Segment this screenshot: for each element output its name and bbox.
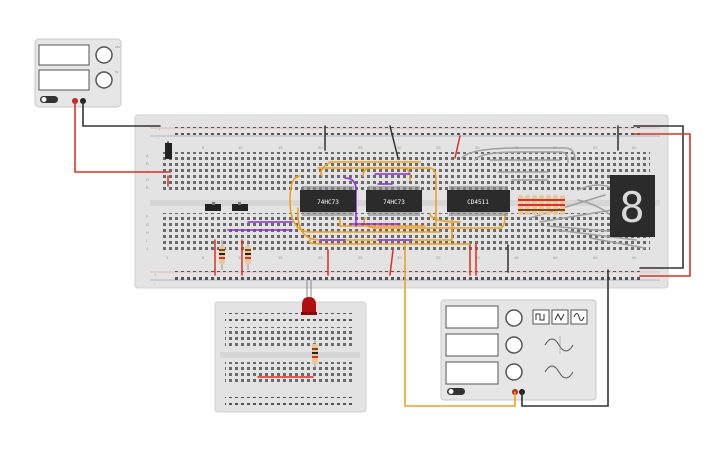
offset-knob[interactable] bbox=[505, 363, 523, 381]
col-num: 25 bbox=[358, 255, 363, 260]
current-knob[interactable] bbox=[95, 71, 113, 89]
col-num: 30 bbox=[397, 145, 402, 150]
square-wave-icon bbox=[535, 313, 545, 321]
wire-black-generator[interactable] bbox=[521, 269, 609, 407]
amplitude-wave-preview bbox=[544, 338, 574, 352]
row-letter: J bbox=[146, 246, 148, 251]
resistor[interactable] bbox=[219, 240, 225, 270]
row-letter: G bbox=[146, 222, 149, 227]
row-letter: I bbox=[146, 238, 147, 243]
triangle-wave-icon bbox=[554, 312, 565, 322]
col-num: 10 bbox=[238, 145, 243, 150]
sine-wave-button[interactable] bbox=[570, 309, 588, 325]
row-letter: B bbox=[146, 161, 149, 166]
square-wave-button[interactable] bbox=[532, 309, 550, 325]
col-num: 5 bbox=[202, 145, 205, 150]
wire-black-supply[interactable] bbox=[82, 100, 161, 127]
wire-orange-generator[interactable] bbox=[404, 245, 516, 407]
chip-label: CD4511 bbox=[467, 199, 489, 206]
wire-red-supply[interactable] bbox=[74, 100, 171, 173]
push-button-1[interactable] bbox=[205, 204, 221, 211]
small-breadboard[interactable] bbox=[214, 301, 367, 413]
function-generator[interactable] bbox=[440, 299, 597, 401]
col-num: 10 bbox=[238, 255, 243, 260]
chip-74hc73-1[interactable]: 74HC73 bbox=[300, 186, 356, 216]
rail-plus-label: + bbox=[158, 127, 161, 132]
col-num: 40 bbox=[475, 255, 480, 260]
rail-minus-label: - bbox=[158, 135, 160, 140]
col-num: 60 bbox=[632, 255, 637, 260]
col-num: 1 bbox=[166, 255, 169, 260]
led[interactable] bbox=[301, 280, 317, 315]
frequency-knob[interactable] bbox=[505, 309, 523, 327]
chip-label: 74HC73 bbox=[317, 199, 339, 206]
supply-label-bottom: 5V bbox=[115, 70, 119, 74]
supply-label-top: 18V bbox=[115, 45, 120, 49]
main-breadboard[interactable]: + - + - 1 5 10 15 20 25 30 35 40 45 50 5… bbox=[134, 114, 669, 289]
rail-plus-label-bottom: + bbox=[154, 272, 157, 277]
row-letter: E bbox=[146, 185, 149, 190]
triangle-wave-button[interactable] bbox=[551, 309, 569, 325]
col-num: 55 bbox=[593, 145, 598, 150]
offset-wave-preview bbox=[544, 365, 574, 379]
row-letter: H bbox=[146, 230, 149, 235]
col-num: 20 bbox=[318, 145, 323, 150]
voltage-knob[interactable] bbox=[95, 46, 113, 64]
col-num: 35 bbox=[436, 255, 441, 260]
col-num: 55 bbox=[593, 255, 598, 260]
row-letter: A bbox=[146, 153, 149, 158]
col-num: 5 bbox=[202, 255, 205, 260]
col-num: 50 bbox=[553, 255, 558, 260]
resistor[interactable] bbox=[245, 240, 251, 270]
power-supply[interactable]: 18V 5V bbox=[34, 38, 122, 108]
col-num: 30 bbox=[397, 255, 402, 260]
col-num: 45 bbox=[514, 255, 519, 260]
chip-74hc73-2[interactable]: 74HC73 bbox=[366, 186, 422, 216]
display-digit: 8 bbox=[619, 183, 644, 232]
col-num: 35 bbox=[436, 145, 441, 150]
col-num: 15 bbox=[278, 255, 283, 260]
wires bbox=[74, 100, 691, 407]
resistor-bank[interactable] bbox=[518, 195, 565, 215]
resistor[interactable] bbox=[312, 340, 318, 370]
col-num: 20 bbox=[318, 255, 323, 260]
chip-label: 74HC73 bbox=[383, 199, 405, 206]
column-numbers-bottom: 1 5 10 15 20 25 30 35 40 45 50 55 60 bbox=[166, 255, 637, 260]
seven-segment-display[interactable]: 8 bbox=[610, 175, 655, 237]
amplitude-knob[interactable] bbox=[505, 336, 523, 354]
slide-switch[interactable] bbox=[165, 143, 172, 159]
col-num: 15 bbox=[278, 145, 283, 150]
col-num: 40 bbox=[475, 145, 480, 150]
chip-cd4511[interactable]: CD4511 bbox=[447, 186, 510, 216]
push-button-2[interactable] bbox=[232, 204, 248, 211]
rail-minus-label-bottom: - bbox=[154, 280, 156, 285]
row-letter: F bbox=[146, 214, 149, 219]
wire-red-right[interactable] bbox=[633, 133, 691, 277]
col-num: 60 bbox=[632, 145, 637, 150]
wire-black-right[interactable] bbox=[633, 125, 684, 269]
row-letter: D bbox=[146, 177, 149, 182]
sine-wave-icon bbox=[573, 313, 585, 321]
col-num: 25 bbox=[358, 145, 363, 150]
